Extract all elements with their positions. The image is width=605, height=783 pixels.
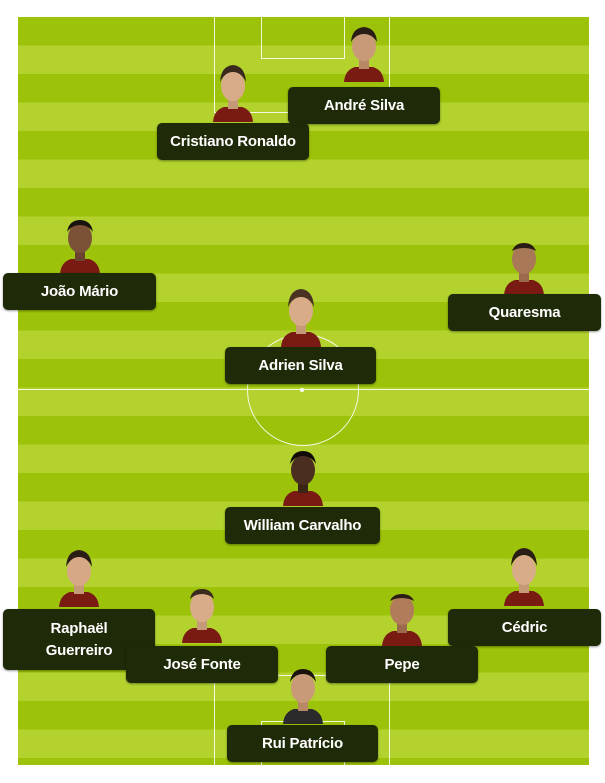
player-quaresma[interactable]: Quaresma	[448, 233, 601, 331]
player-jose-fonte[interactable]: José Fonte	[126, 581, 278, 683]
player-portrait-icon	[56, 545, 102, 607]
centre-spot	[300, 388, 304, 392]
player-name-label: João Mário	[3, 273, 156, 310]
player-adrien-silva[interactable]: Adrien Silva	[225, 285, 376, 384]
player-cristiano-ronaldo[interactable]: Cristiano Ronaldo	[157, 60, 309, 160]
player-name-line-2: Guerreiro	[45, 641, 113, 659]
player-name-label: José Fonte	[126, 646, 278, 683]
player-name-line-1: Raphaël	[50, 619, 108, 637]
player-portrait-icon	[278, 285, 324, 347]
player-rui-patricio[interactable]: Rui Patrício	[227, 662, 378, 762]
player-portrait-icon	[57, 212, 103, 274]
player-name-label: Cédric	[448, 609, 601, 646]
player-name-label: Quaresma	[448, 294, 601, 331]
player-pepe[interactable]: Pepe	[326, 584, 478, 683]
player-portrait-icon	[379, 584, 425, 646]
player-name-label: Rui Patrício	[227, 725, 378, 762]
player-portrait-icon	[210, 60, 256, 122]
player-portrait-icon	[179, 581, 225, 643]
player-cedric[interactable]: Cédric	[448, 544, 601, 646]
player-name-label: Adrien Silva	[225, 347, 376, 384]
player-portrait-icon	[501, 544, 547, 606]
player-name-label: Cristiano Ronaldo	[157, 123, 309, 160]
player-portrait-icon	[501, 233, 547, 295]
player-portrait-icon	[341, 20, 387, 82]
player-andre-silva[interactable]: André Silva	[288, 20, 440, 124]
player-portrait-icon	[280, 444, 326, 506]
player-portrait-icon	[280, 662, 326, 724]
top-goal-area	[261, 17, 345, 59]
player-joao-mario[interactable]: João Mário	[3, 212, 156, 310]
player-name-label: Pepe	[326, 646, 478, 683]
player-william-carvalho[interactable]: William Carvalho	[225, 444, 380, 544]
player-name-label: André Silva	[288, 87, 440, 124]
player-name-label: William Carvalho	[225, 507, 380, 544]
